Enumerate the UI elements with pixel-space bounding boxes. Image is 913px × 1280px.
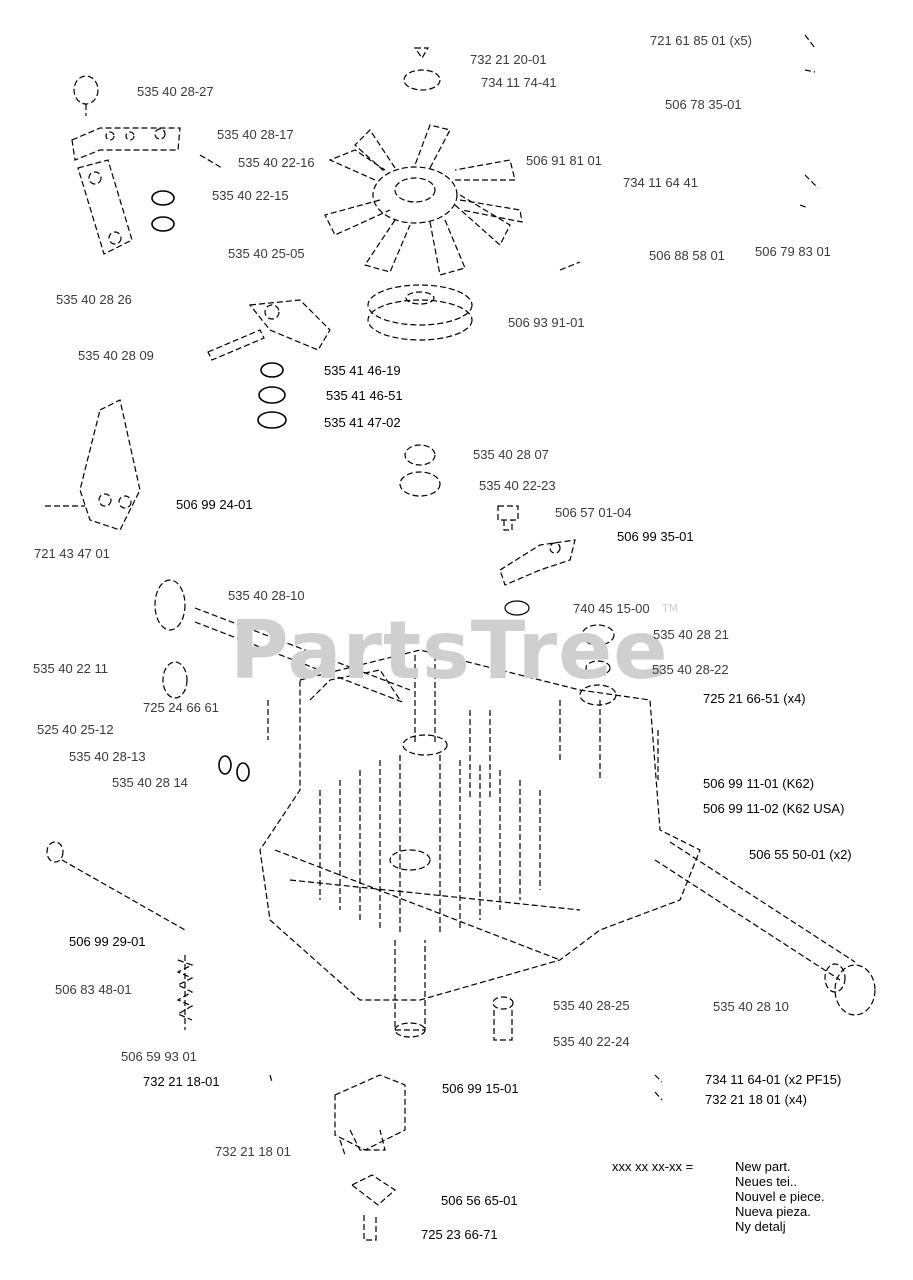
part-number-label: 721 43 47 01 [34,546,110,561]
part-number-label: 725 21 66-51 (x4) [703,691,806,706]
part-number-label: 506 99 11-02 (K62 USA) [703,801,845,816]
part-number-label: 506 79 83 01 [755,244,831,259]
part-number-label: 734 11 74-41 [481,75,557,90]
spring-part [176,955,194,1030]
part-number-label: 535 40 28-27 [137,84,214,99]
part-number-label: 525 40 25-12 [37,722,114,737]
part-number-label: 535 41 46-19 [324,363,401,378]
output-axle-part [654,841,876,1016]
part-number-label: 506 99 24-01 [176,497,253,512]
seal-part [504,600,530,616]
part-number-label: 535 40 28-10 [228,588,305,603]
cooling-fan-part [324,124,523,276]
part-number-label: 506 83 48-01 [55,982,132,997]
control-lever-part [207,299,331,361]
part-number-label: 506 99 11-01 (K62) [703,776,815,791]
part-number-label: 535 40 28 09 [78,348,154,363]
legend-line-3: Nouvel e piece. [735,1189,825,1204]
input-shaft-part [154,579,411,704]
legend-line-1: New part. [735,1159,791,1174]
screw-part [804,34,816,49]
part-number-label: 535 40 22 11 [33,661,108,676]
pin-part [199,154,223,169]
part-number-label: 734 11 64-01 (x2 PF15) [705,1072,842,1087]
watermark: PartsTree [230,604,669,697]
part-number-label: 535 40 28-17 [217,127,294,142]
part-number-label: 535 40 22-16 [238,155,315,170]
pin-part [559,261,581,271]
mounting-bracket-part [334,1074,406,1156]
part-number-label: 740 45 15-00 [573,601,650,616]
part-number-label: 732 21 20-01 [470,52,547,67]
part-number-label: 725 24 66 61 [143,700,219,715]
part-number-label: 535 40 28 10 [713,999,789,1014]
legend-line-2: Neues tei.. [735,1174,798,1189]
part-number-label: 535 40 25-05 [228,246,305,261]
axle-arm-part [45,399,141,531]
part-number-label: 535 41 46-51 [326,388,403,403]
legend-code: xxx xx xx-xx = [612,1159,694,1174]
washers-stack [257,362,287,429]
part-number-label: 535 40 28 26 [56,292,132,307]
o-rings-small [218,755,250,782]
part-number-label: 725 23 66-71 [421,1227,498,1242]
legend-line-4: Nueva pieza. [735,1204,811,1219]
screw-part [269,1074,273,1083]
part-number-label: 506 99 29-01 [69,934,146,949]
knob-part [73,75,99,116]
part-number-label: 506 57 01-04 [555,505,632,520]
part-number-label: 535 40 22-23 [479,478,556,493]
part-number-label: 506 99 15-01 [442,1081,519,1096]
part-number-label: 535 40 28-25 [553,998,630,1013]
clip-part [350,1174,396,1241]
bottom-bolt-part [492,996,514,1041]
bushing-part [399,444,441,497]
part-number-label: 721 61 85 01 (x5) [650,33,752,48]
part-number-label: 506 56 65-01 [441,1193,518,1208]
part-number-label: 732 21 18 01 [215,1144,291,1159]
screw-part [654,1074,663,1101]
part-number-label: 535 41 47-02 [324,415,401,430]
part-number-label: 535 40 28-22 [652,662,729,677]
legend-line-5: Ny detalj [735,1219,786,1234]
cam-lever-part [499,539,576,586]
washer-part [403,47,441,91]
part-number-label: 535 40 28-13 [69,749,146,764]
pivot-arm-part [77,159,133,255]
drive-rod-part [46,841,186,931]
part-number-label: 506 93 91-01 [508,315,585,330]
transaxle-housing [259,649,701,1038]
screw-part [804,69,816,73]
part-number-label: 535 40 28 21 [653,627,729,642]
part-number-label: 506 59 93 01 [121,1049,197,1064]
part-number-label: 535 40 22-24 [553,1034,630,1049]
part-number-label: 535 40 28 07 [473,447,549,462]
part-number-label: 535 40 22-15 [212,188,289,203]
screw-part [799,174,819,209]
linkage-bar-part [71,127,181,161]
part-number-label: 732 21 18-01 [143,1074,220,1089]
part-number-label: 732 21 18 01 (x4) [705,1092,807,1107]
part-number-label: 535 40 28 14 [112,775,188,790]
part-number-label: 506 91 81 01 [526,153,602,168]
part-number-label: 506 88 58 01 [649,248,725,263]
o-rings-pair [151,190,175,232]
bolt-part [497,505,519,531]
part-number-label: 734 11 64 41 [623,175,698,190]
pulley-part [367,284,473,341]
part-number-label: 506 99 35-01 [617,529,694,544]
watermark-trademark: TM [662,602,679,615]
part-number-label: 506 78 35-01 [665,97,742,112]
part-number-label: 506 55 50-01 (x2) [749,847,852,862]
